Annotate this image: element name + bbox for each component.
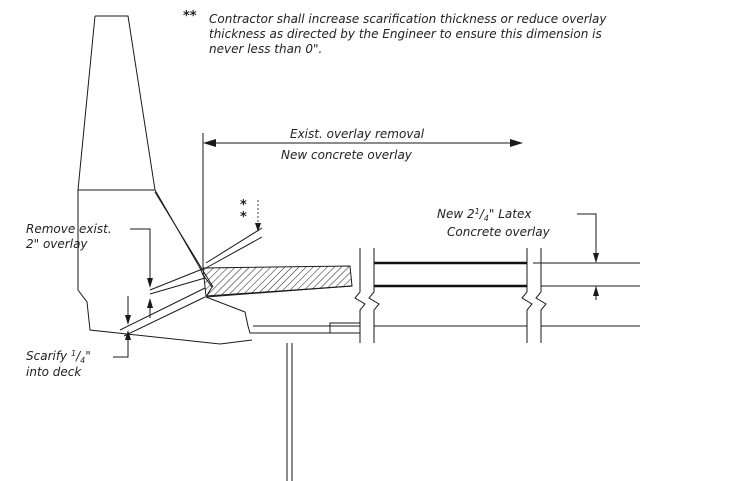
break-line-2a	[521, 248, 533, 343]
latex-overlay-lines	[374, 261, 640, 288]
label-exist-overlay-removal: Exist. overlay removal	[290, 127, 425, 141]
removal-dimension: Exist. overlay removal New concrete over…	[202, 127, 523, 268]
label-concrete-overlay: Concrete overlay	[447, 225, 551, 239]
note-stars: **	[183, 9, 197, 24]
deck-slab	[205, 285, 640, 334]
break-line-1b	[368, 248, 380, 343]
break-line-1a	[354, 248, 366, 343]
star-dimension: * *	[205, 198, 263, 269]
latex-overlay-callout: New 21/4" Latex Concrete overlay	[437, 207, 599, 300]
dim-star-1: *	[240, 198, 247, 213]
break-line-2b	[535, 248, 547, 343]
note-line-3: never less than 0".	[209, 42, 322, 56]
label-new-latex: New 21/4" Latex	[437, 207, 532, 223]
label-remove-exist: Remove exist.	[26, 222, 112, 236]
overlay-hatched-layer	[202, 265, 353, 297]
break-lines	[354, 248, 547, 343]
note-line-1: Contractor shall increase scarification …	[209, 12, 607, 26]
girder-centerline	[286, 343, 293, 481]
note-line-2: thickness as directed by the Engineer to…	[209, 27, 602, 41]
label-new-concrete-overlay: New concrete overlay	[281, 148, 413, 162]
label-into-deck: into deck	[26, 365, 82, 379]
label-scarify: Scarify 1/4"	[26, 349, 91, 365]
general-note: ** Contractor shall increase scarificati…	[183, 9, 607, 56]
scarify-callout: Scarify 1/4" into deck	[26, 296, 131, 379]
dim-star-2: *	[240, 210, 247, 225]
remove-overlay-callout: Remove exist. 2" overlay	[26, 222, 206, 337]
label-2in-overlay: 2" overlay	[26, 237, 88, 251]
